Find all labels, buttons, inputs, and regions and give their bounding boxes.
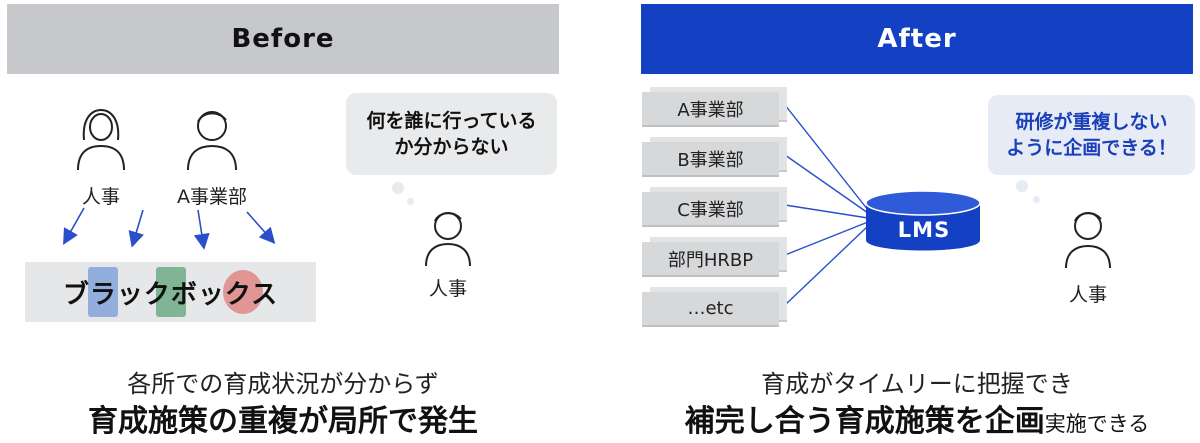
arrow-hr-right (128, 209, 144, 248)
dept-card-etc: …etc (642, 292, 779, 327)
before-thought-bubble: 何を誰に行っている か分からない (346, 93, 557, 175)
female-person-icon (77, 108, 125, 171)
after-thinker-label: 人事 (1068, 284, 1107, 306)
blackbox: ブラックボックス (25, 262, 316, 322)
blackbox-label: ブラックボックス (62, 279, 279, 310)
dept-label-b: B事業部 (677, 149, 744, 171)
dept-card-b: B事業部 (642, 142, 779, 177)
after-thought-dot-small (1033, 196, 1040, 203)
before-thought-line-1: 何を誰に行っている (366, 110, 537, 132)
thinker-person-icon (425, 212, 471, 267)
doc-icon-red (223, 270, 263, 314)
after-caption-main-bold: 補完し合う育成施策を企画 (684, 404, 1045, 439)
thought-dot-large (392, 182, 404, 194)
arrow-dept-right (246, 211, 276, 244)
arrow-dept-left (193, 209, 210, 250)
link-dept-etc (784, 225, 869, 306)
person-label-hr: 人事 (81, 186, 120, 208)
after-thought-bubble: 研修が重複しない ように企画できる！ (988, 95, 1195, 175)
before-thought-line-2: か分からない (394, 136, 509, 158)
arrow-hr-left (63, 207, 85, 245)
dept-label-a: A事業部 (677, 99, 744, 121)
before-header-label: Before (231, 24, 335, 54)
person-label-dept-a: A事業部 (177, 186, 247, 208)
after-header: After (641, 4, 1193, 74)
dept-card-c: C事業部 (642, 192, 779, 227)
dept-card-a: A事業部 (642, 92, 779, 127)
after-thought-dot-large (1016, 180, 1028, 192)
before-caption-main: 育成施策の重複が局所で発生 (88, 404, 478, 439)
link-dept-c (784, 204, 869, 219)
thought-dot-small (407, 198, 414, 205)
after-thought-line-1: 研修が重複しない (1015, 111, 1168, 133)
before-caption-sub: 各所での育成状況が分からず (127, 370, 439, 398)
after-header-label: After (877, 24, 957, 54)
after-caption-main: 補完し合う育成施策を企画実施できる (641, 396, 1193, 440)
male-person-icon (187, 111, 237, 171)
dept-card-hrbp: 部門HRBP (642, 242, 779, 277)
after-thought-line-2: ように企画できる！ (1006, 137, 1177, 159)
before-thinker-label: 人事 (428, 278, 467, 300)
dept-label-hrbp: 部門HRBP (667, 249, 754, 271)
after-caption-sub: 育成がタイムリーに把握でき (761, 370, 1073, 398)
after-caption-main-tail: 実施できる (1044, 412, 1150, 436)
link-dept-a (784, 104, 869, 211)
link-dept-hrbp (784, 221, 869, 256)
dept-label-etc: …etc (687, 298, 734, 319)
link-dept-b (784, 154, 869, 214)
before-header: Before (7, 4, 559, 74)
lms-database-icon (865, 190, 981, 251)
dept-label-c: C事業部 (677, 199, 744, 221)
doc-icon-blue (88, 267, 118, 317)
doc-icon-green (156, 267, 186, 317)
lms-label: LMS (897, 218, 951, 242)
after-thinker-person-icon (1065, 212, 1111, 269)
